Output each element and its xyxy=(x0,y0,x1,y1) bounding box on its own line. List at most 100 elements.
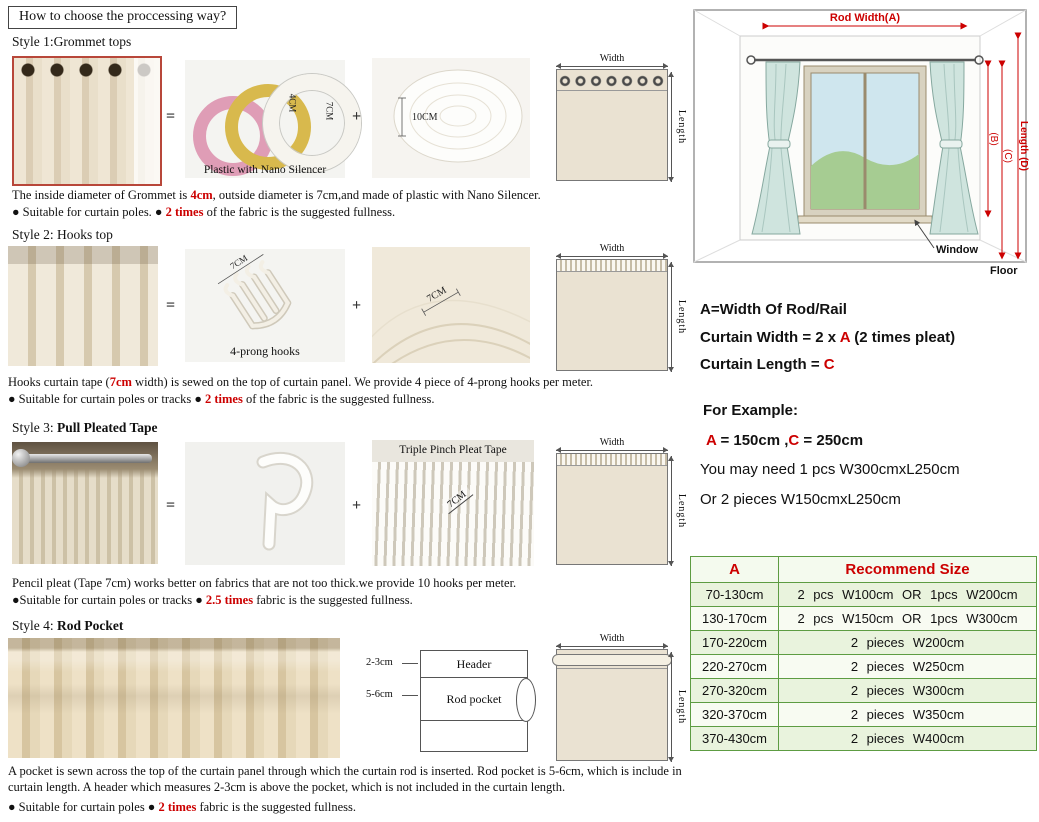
length-c-label: (C) xyxy=(1002,149,1013,163)
example-text: = 150cm , xyxy=(716,432,789,449)
formula-var-c: C xyxy=(823,356,835,373)
tape-roll-width-label: 10CM xyxy=(412,112,438,123)
formula-curtain-length: Curtain Length = C xyxy=(700,356,835,373)
length-label: Length xyxy=(676,109,687,145)
floor-label: Floor xyxy=(990,265,1018,277)
table-rec-cell: 2 pcs W150cm OR 1pcs W300cm xyxy=(779,607,1036,631)
grommet-caption: Plastic with Nano Silencer xyxy=(203,164,327,176)
style3-bullets: ●Suitable for curtain poles or tracks ● … xyxy=(12,592,413,608)
bullet-text: ● Suitable for curtain poles or tracks ● xyxy=(8,392,205,406)
style1-curtain-photo xyxy=(12,56,162,186)
example-var-a: A xyxy=(706,432,717,449)
style2-hooks-photo: 7CM 4-prong hooks xyxy=(185,249,345,367)
style1-tape-roll-photo: 10CM xyxy=(372,58,530,183)
style3-curtain-photo xyxy=(12,442,158,564)
table-a-cell: 130-170cm xyxy=(691,607,779,631)
curtain-panel-box xyxy=(556,259,668,371)
style1-description: The inside diameter of Grommet is 4cm, o… xyxy=(12,187,541,203)
table-a-cell: 370-430cm xyxy=(691,727,779,750)
example-or-line: Or 2 pieces W150cmxL250cm xyxy=(700,491,901,508)
bullet-highlight: 2 times xyxy=(205,392,243,406)
pocket-height-label: 5-6cm xyxy=(366,689,393,700)
style3-description: Pencil pleat (Tape 7cm) works better on … xyxy=(12,575,516,591)
example-need-line: You may need 1 pcs W300cmxL250cm xyxy=(700,461,960,478)
tape-row-decoration xyxy=(557,260,667,272)
style1-bullets: ● Suitable for curtain poles. ● 2 times … xyxy=(12,204,395,220)
curtain-panel-box xyxy=(552,649,672,761)
dim-connector xyxy=(402,663,418,664)
pocket-row-decoration xyxy=(552,650,672,669)
four-prong-hooks-image: 7CM 4-prong hooks xyxy=(185,249,345,362)
style2-curtain-photo xyxy=(8,246,158,366)
grommet-inner-diameter-label: 4CM xyxy=(287,93,298,113)
style2-size-diagram: Width Length xyxy=(556,244,687,372)
bullet-text: fabric is the suggested fullness. xyxy=(253,593,413,607)
formula-var-a: A xyxy=(839,329,851,346)
dim-connector xyxy=(402,695,418,696)
length-dimension: Length xyxy=(668,262,687,372)
table-a-cell: 220-270cm xyxy=(691,655,779,679)
style4-title-name: Rod Pocket xyxy=(57,618,124,633)
desc-text: , outside diameter is 7cm,and made of pl… xyxy=(212,188,541,202)
style3-title-name: Pull Pleated Tape xyxy=(57,420,158,435)
bullet-text: of the fabric is the suggested fullness. xyxy=(203,205,396,219)
bullet-text: ● Suitable for curtain poles ● xyxy=(8,800,159,814)
table-rec-cell: 2 pieces W300cm xyxy=(779,679,1036,703)
desc-highlight: 4cm xyxy=(190,188,213,202)
length-label: Length xyxy=(676,689,687,725)
style2-bullets: ● Suitable for curtain poles or tracks ●… xyxy=(8,391,434,407)
equals-sign: = xyxy=(166,297,176,314)
header-cell: Header xyxy=(421,651,527,678)
style2-title-name: Hooks top xyxy=(57,227,113,242)
hook-tape-image: 7CM xyxy=(361,247,543,390)
style4-size-diagram: Width Length xyxy=(552,633,687,762)
table-a-cell: 270-320cm xyxy=(691,679,779,703)
table-rec-cell: 2 pieces W350cm xyxy=(779,703,1036,727)
style3-title: Style 3: Pull Pleated Tape xyxy=(12,420,158,436)
style3-title-prefix: Style 3: xyxy=(12,420,58,435)
width-dimension: Width xyxy=(556,438,668,453)
window-diagram-svg: Rod Width(A) (B) (C) Length (D) Window F… xyxy=(693,9,1029,277)
style2-description: Hooks curtain tape (7cm width) is sewed … xyxy=(8,374,593,390)
example-var-c: C xyxy=(788,432,800,449)
formula-text: Curtain Width = 2 x xyxy=(700,329,840,346)
length-label: Length xyxy=(676,299,687,335)
example-title: For Example: xyxy=(703,402,799,419)
formula-text: Curtain Length = xyxy=(700,356,824,373)
style2-title: Style 2: Hooks top xyxy=(12,227,113,243)
bullet-text: fabric is the suggested fullness. xyxy=(196,800,357,814)
tape-roll-image: 10CM xyxy=(372,58,530,178)
style1-grommet-rings-photo: 4CM 7CM Plastic with Nano Silencer xyxy=(185,60,361,178)
style1-size-diagram: Width Length xyxy=(556,54,687,182)
rod-pocket-cell: Rod pocket xyxy=(421,678,527,721)
width-arrow xyxy=(556,63,668,69)
curtain-rod xyxy=(16,454,152,463)
header-height-value: 2-3cm xyxy=(366,657,393,668)
desc-text: Pencil pleat (Tape 7cm) works better on … xyxy=(12,576,517,590)
header-height-label: 2-3cm xyxy=(366,657,393,668)
width-dimension: Width xyxy=(556,54,668,69)
length-arrow xyxy=(668,456,674,566)
length-b-label: (B) xyxy=(988,132,999,145)
tape-row-decoration xyxy=(557,454,667,466)
length-dimension: Length xyxy=(668,456,687,566)
length-d-label: Length (D) xyxy=(1018,121,1029,171)
plus-sign: + xyxy=(352,297,362,314)
style3-hook-photo xyxy=(185,442,345,570)
width-label: Width xyxy=(599,437,625,448)
style2-tape-photo: 7CM xyxy=(361,247,543,390)
pocket-height-value: 5-6cm xyxy=(366,689,393,700)
style4-title-prefix: Style 4: xyxy=(12,618,58,633)
rod-pocket-diagram: Header Rod pocket xyxy=(420,650,536,752)
width-label: Width xyxy=(599,53,625,64)
style4-title: Style 4: Rod Pocket xyxy=(12,618,123,634)
width-label: Width xyxy=(599,633,625,644)
bullet-text: ●Suitable for curtain poles or tracks ● xyxy=(12,593,206,607)
table-rec-cell: 2 pieces W200cm xyxy=(779,631,1036,655)
rod-width-label: Rod Width(A) xyxy=(830,12,900,24)
grommet-ring-white xyxy=(263,74,361,172)
length-arrow xyxy=(668,652,674,762)
length-arrow xyxy=(668,72,674,182)
style4-curtain-photo xyxy=(8,638,340,758)
style1-title-name: Grommet tops xyxy=(53,34,132,49)
